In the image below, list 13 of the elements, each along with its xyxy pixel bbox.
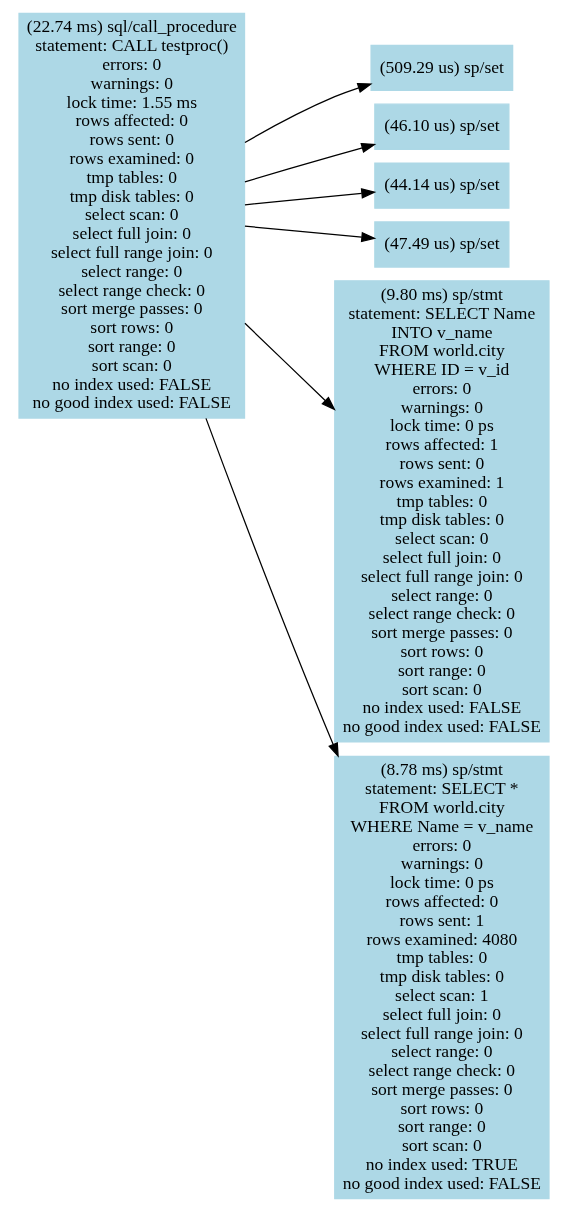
arrow	[243, 322, 336, 411]
arrow	[204, 417, 339, 758]
node-box: (46.10 us) sp/set	[373, 103, 510, 150]
node-box: (22.74 ms) sql/call_procedure statement: CALL testproc() errors: 0 warnings: 0 lock time: 1.55 ms rows affected: 0 rows sent: 0 rows examined: 0 tmp tables: 0 tmp disk tables: 0 select scan: 0 select full join: 0 select full range join: 0 select range: 0 select range check: 0 sort merge passes: 0 sort rows: 0 sort range: 0 sort scan: 0 no index used: FALSE no good index used: FALSE	[17, 12, 245, 419]
arrow	[243, 188, 376, 206]
arrow	[243, 82, 373, 144]
node-box: (509.29 us) sp/set	[369, 44, 513, 92]
node-box: (8.78 ms) sp/stmt statement: SELECT * FROM world.city WHERE Name = v_name errors: 0 warnings: 0 lock time: 0 ps rows affected: 0 rows sent: 1 rows examined: 4080 tmp tables: 0 tmp disk tables: 0 select scan: 1 select full join: 0 select full range join: 0 select range: 0 select range check: 0 sort merge passes: 0 sort rows: 0 sort range: 0 sort scan: 0 no index used: TRUE no good index used: FALSE	[333, 755, 550, 1200]
arrow	[243, 225, 376, 243]
arrow	[243, 142, 376, 183]
node-box: (47.49 us) sp/set	[373, 221, 510, 268]
node-box: (44.14 us) sp/set	[373, 162, 510, 209]
node-box: (9.80 ms) sp/stmt statement: SELECT Name INTO v_name FROM world.city WHERE ID = v_id errors: 0 warnings: 0 lock time: 0 ps rows affected: 1 rows sent: 0 rows examined: 1 tmp tables: 0 tmp disk tables: 0 select scan: 0 select full join: 0 select full range join: 0 select range: 0 select range check: 0 sort merge passes: 0 sort rows: 0 sort range: 0 sort scan: 0 no index used: FALSE no good index used: FALSE	[333, 280, 550, 743]
